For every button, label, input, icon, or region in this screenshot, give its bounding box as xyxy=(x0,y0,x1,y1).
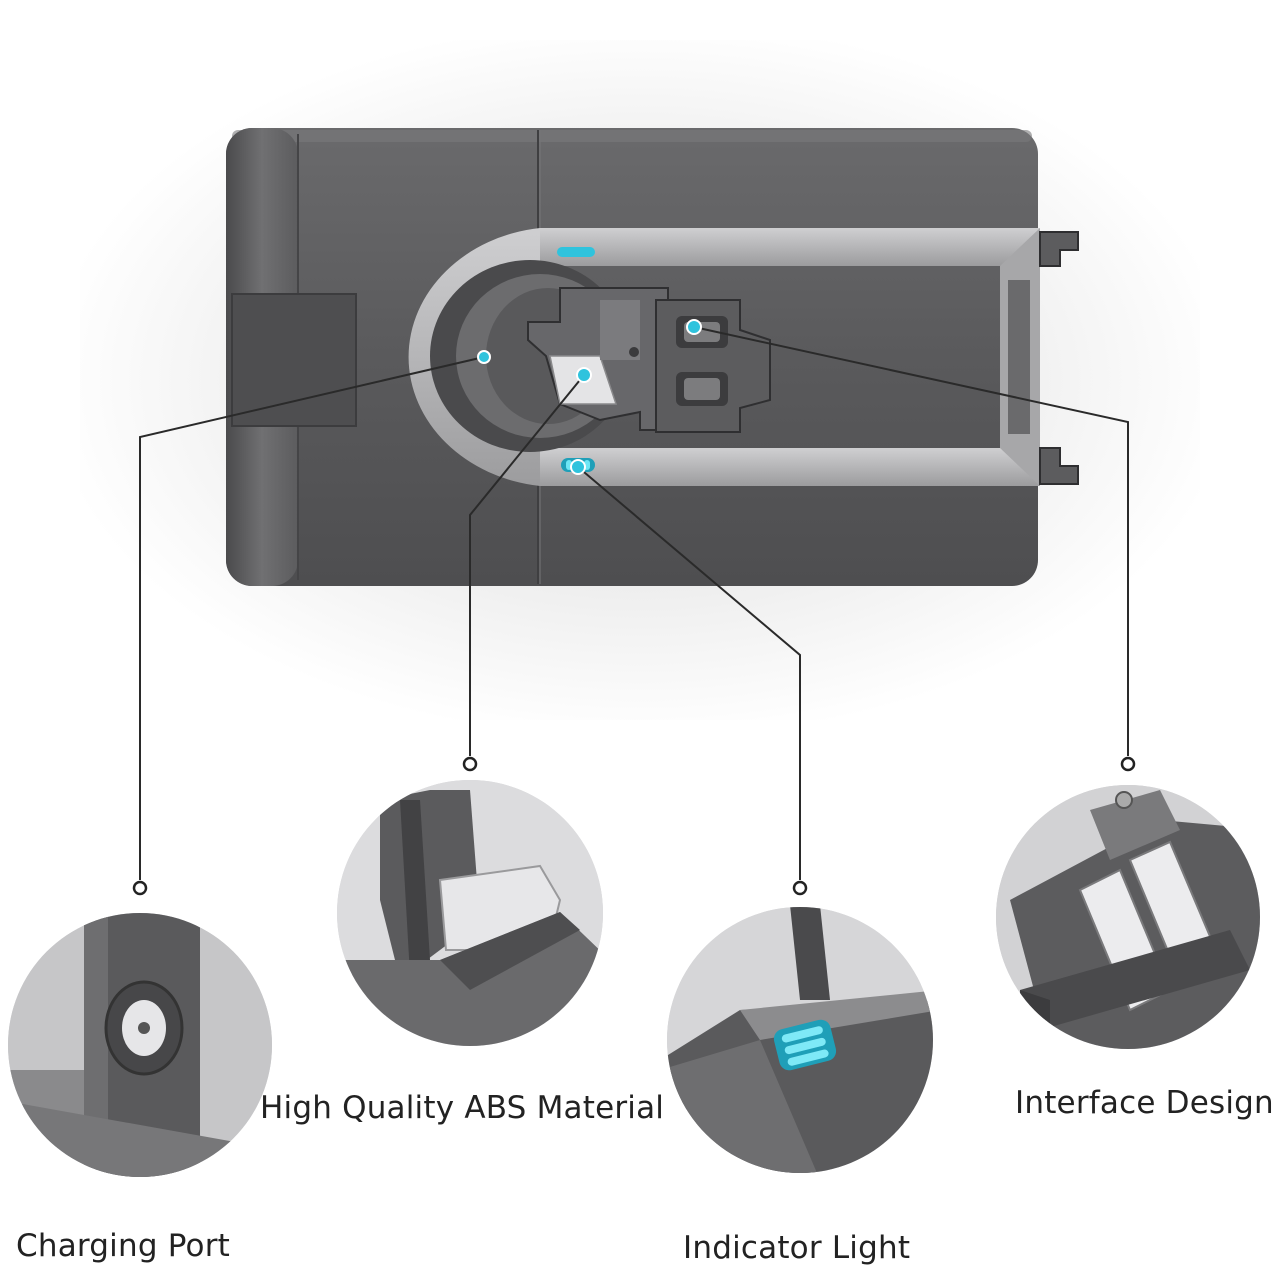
contact-terminals xyxy=(655,299,771,433)
charging-port-cover xyxy=(231,293,357,427)
battery-pack xyxy=(226,128,1079,586)
leader-abs-material xyxy=(469,374,585,756)
top-led xyxy=(557,247,595,257)
callout-markers xyxy=(477,319,702,475)
callout-end-rings xyxy=(132,756,1136,896)
top-hook xyxy=(1039,231,1079,267)
bottom-trim xyxy=(540,448,1040,486)
led-indicator-bars xyxy=(773,1019,837,1071)
interface-design-label: Interface Design xyxy=(1015,1085,1274,1121)
indicator-light-label: Indicator Light xyxy=(683,1230,911,1266)
bottom-hook xyxy=(1039,447,1079,485)
top-trim xyxy=(540,228,1040,266)
trim-curve xyxy=(408,228,540,486)
charging-port-label: Charging Port xyxy=(16,1228,231,1264)
leader-indicator-light xyxy=(577,466,801,880)
zoom-indicator-light xyxy=(667,907,933,1173)
callout-lines xyxy=(139,326,1129,880)
zoom-interface-design xyxy=(996,785,1260,1049)
zoom-abs-material xyxy=(337,780,603,1046)
abs-material-label: High Quality ABS Material xyxy=(260,1090,665,1126)
zoom-charging-port xyxy=(8,913,272,1177)
leader-charging-port xyxy=(139,356,485,880)
leader-interface-design xyxy=(693,326,1129,756)
